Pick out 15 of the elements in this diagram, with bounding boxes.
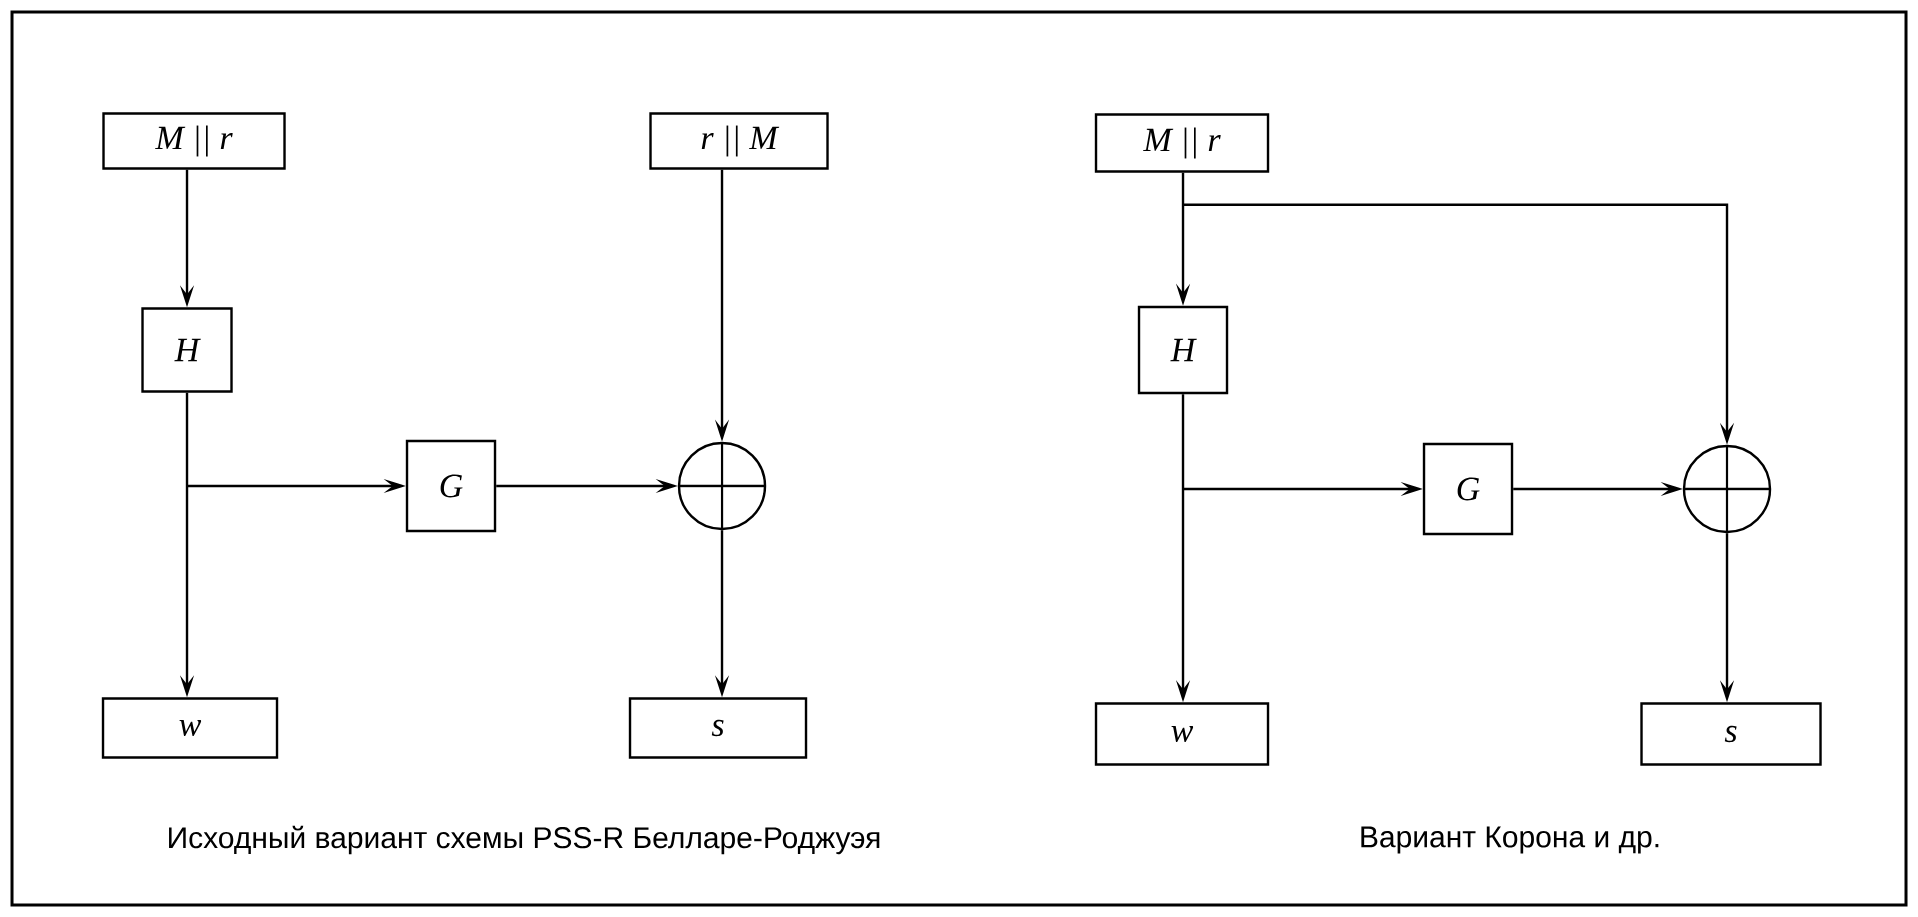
process-box: H (141, 307, 233, 393)
xor-symbol (1682, 444, 1772, 534)
process-box: s (628, 697, 808, 759)
process-box: s (1640, 702, 1822, 766)
process-box: r || M (649, 112, 829, 170)
process-box: G (405, 439, 497, 533)
caption-text: Вариант Корона и др. (1361, 826, 1659, 854)
xor-symbol (677, 441, 767, 531)
caption-text: Исходный вариант схемы PSS-R Белларе-Роджуэя (169, 825, 880, 855)
process-box: H (1137, 305, 1229, 395)
process-box: M || r (102, 112, 286, 170)
process-box: w (101, 697, 279, 759)
process-box: M || r (1094, 113, 1270, 173)
process-box: G (1422, 442, 1514, 536)
process-box: w (1094, 702, 1270, 766)
